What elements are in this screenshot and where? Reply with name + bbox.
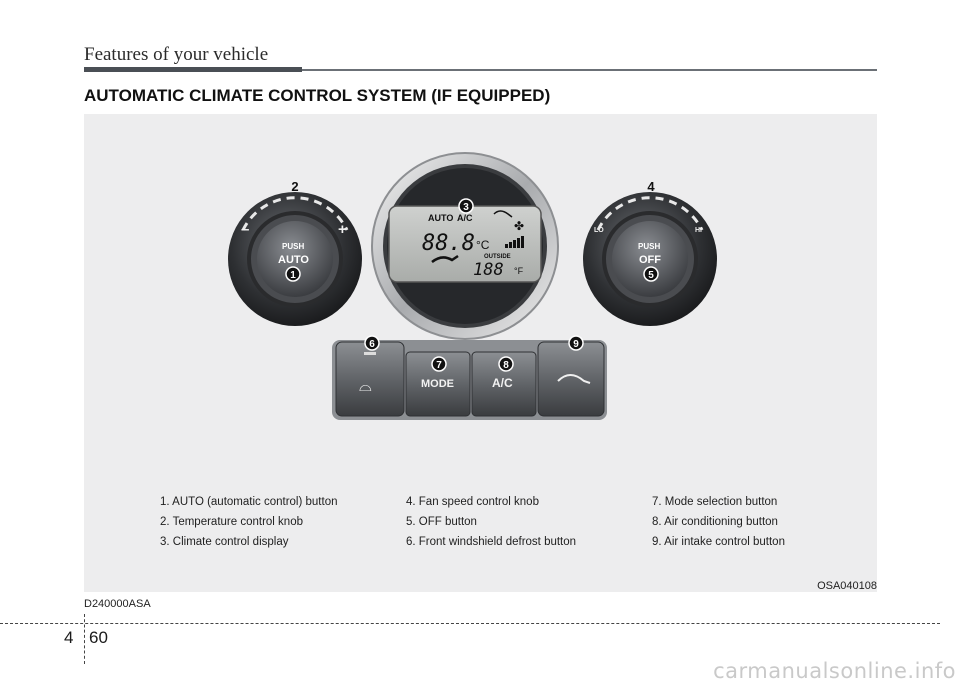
svg-text:1: 1 bbox=[290, 270, 296, 281]
figure-panel: AUTO A/C 88.8 °C ✤ OUTSIDE 188 °F – + PU… bbox=[84, 114, 877, 592]
climate-display: AUTO A/C 88.8 °C ✤ OUTSIDE 188 °F bbox=[371, 152, 559, 340]
legend-item: 6. Front windshield defrost button bbox=[406, 536, 577, 548]
header-rule-dark bbox=[84, 67, 302, 72]
svg-text:7: 7 bbox=[436, 360, 442, 371]
figure-code: OSA040108 bbox=[817, 580, 877, 592]
auto-button-label: AUTO bbox=[278, 254, 309, 266]
legend-item: 8. Air conditioning button bbox=[652, 516, 778, 528]
temp-minus-label: – bbox=[241, 221, 249, 238]
svg-text:5: 5 bbox=[648, 270, 654, 281]
watermark: carmanualsonline.info bbox=[713, 659, 956, 683]
svg-text:4: 4 bbox=[647, 179, 655, 194]
off-button-label: OFF bbox=[639, 254, 661, 266]
display-ac-label: A/C bbox=[457, 213, 473, 223]
defrost-icon: ⌓ bbox=[359, 376, 372, 395]
auto-push-label: PUSH bbox=[282, 242, 304, 251]
display-auto-label: AUTO bbox=[428, 213, 453, 223]
page-number: 60 bbox=[89, 628, 108, 647]
callout-7: 7 bbox=[431, 356, 447, 372]
callout-8: 8 bbox=[498, 356, 514, 372]
header-rule-thin bbox=[302, 69, 877, 71]
display-outside-label: OUTSIDE bbox=[484, 254, 511, 260]
chapter-number: 4 bbox=[64, 628, 74, 647]
temp-plus-label: + bbox=[338, 221, 347, 238]
svg-text:9: 9 bbox=[573, 339, 579, 350]
off-push-label: PUSH bbox=[638, 242, 660, 251]
legend-column-1: 1. AUTO (automatic control) button 2. Te… bbox=[160, 492, 337, 552]
display-outside-unit: °F bbox=[514, 266, 524, 276]
car-recirc-icon bbox=[493, 210, 513, 218]
legend-item: 9. Air intake control button bbox=[652, 536, 785, 548]
mode-button[interactable]: MODE bbox=[405, 351, 471, 417]
legend-column-3: 7. Mode selection button 8. Air conditio… bbox=[652, 492, 785, 552]
fan-speed-knob[interactable]: LO HI PUSH OFF bbox=[583, 192, 717, 326]
button-bar: ⌓ MODE A/C bbox=[332, 340, 607, 420]
defrost-button[interactable]: ⌓ bbox=[335, 341, 405, 417]
callout-5: 5 bbox=[643, 266, 659, 282]
display-outside-temp: 188 bbox=[473, 260, 504, 280]
legend-item: 2. Temperature control knob bbox=[160, 516, 303, 528]
footer-rule bbox=[0, 623, 940, 624]
footer-divider bbox=[84, 614, 85, 664]
legend-column-2: 4. Fan speed control knob 5. OFF button … bbox=[406, 492, 576, 552]
fan-hi-label: HI bbox=[695, 227, 702, 234]
fan-icon: ✤ bbox=[514, 219, 524, 233]
callout-6: 6 bbox=[364, 335, 380, 351]
ac-button[interactable]: A/C bbox=[471, 351, 537, 417]
section-heading: AUTOMATIC CLIMATE CONTROL SYSTEM (IF EQU… bbox=[84, 86, 551, 105]
fan-level-icon bbox=[505, 236, 524, 248]
callout-1: 1 bbox=[285, 266, 301, 282]
svg-text:3: 3 bbox=[463, 202, 469, 213]
header-title: Features of your vehicle bbox=[84, 44, 269, 65]
ac-button-label: A/C bbox=[492, 376, 513, 390]
airflow-icon bbox=[431, 254, 459, 264]
display-temp: 88.8 bbox=[422, 231, 475, 256]
svg-text:8: 8 bbox=[503, 360, 509, 371]
svg-text:2: 2 bbox=[291, 179, 298, 194]
legend-item: 3. Climate control display bbox=[160, 536, 289, 548]
climate-control-illustration: AUTO A/C 88.8 °C ✤ OUTSIDE 188 °F – + PU… bbox=[228, 152, 717, 420]
document-code: D240000ASA bbox=[84, 598, 151, 610]
display-temp-unit: °C bbox=[476, 238, 490, 252]
svg-text:6: 6 bbox=[369, 339, 375, 350]
air-intake-icon bbox=[557, 374, 591, 384]
legend-item: 7. Mode selection button bbox=[652, 496, 778, 508]
callout-2: 2 bbox=[291, 179, 298, 194]
callout-4: 4 bbox=[647, 179, 655, 194]
temperature-knob[interactable]: – + PUSH AUTO bbox=[228, 192, 362, 326]
mode-button-label: MODE bbox=[421, 378, 454, 390]
fan-lo-label: LO bbox=[594, 227, 604, 234]
callout-9: 9 bbox=[568, 335, 584, 351]
air-intake-button[interactable] bbox=[537, 341, 605, 417]
legend-item: 1. AUTO (automatic control) button bbox=[160, 496, 338, 508]
callout-3: 3 bbox=[458, 198, 474, 214]
legend-item: 5. OFF button bbox=[406, 516, 477, 528]
legend-item: 4. Fan speed control knob bbox=[406, 496, 539, 508]
